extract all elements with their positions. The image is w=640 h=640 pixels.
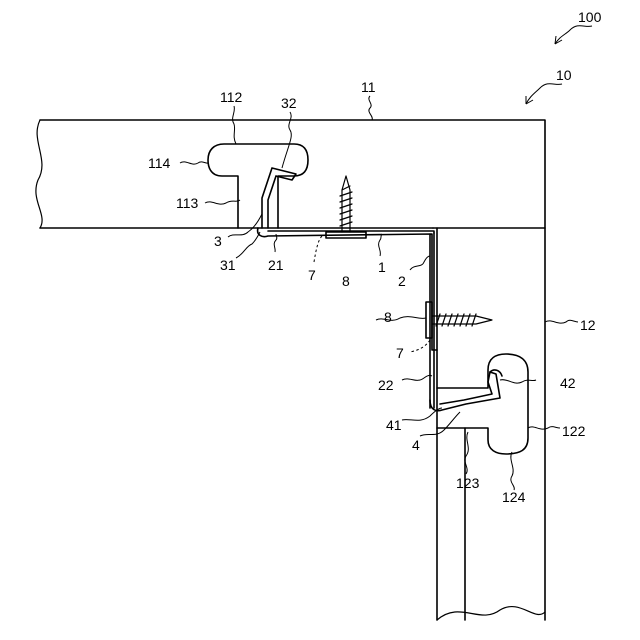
- label-12: 12: [580, 317, 596, 333]
- label-2: 2: [398, 273, 406, 289]
- label-10: 10: [556, 67, 572, 83]
- label-123: 123: [456, 475, 480, 491]
- upper-member: [36, 120, 545, 620]
- leader-lines: [180, 96, 578, 490]
- label-11: 11: [361, 79, 376, 95]
- label-8-lower: 8: [384, 309, 392, 325]
- label-124: 124: [502, 489, 526, 505]
- label-8-upper: 8: [342, 273, 350, 289]
- label-112: 112: [220, 89, 243, 105]
- label-100: 100: [578, 9, 602, 25]
- label-113: 113: [176, 195, 199, 211]
- label-122: 122: [562, 423, 586, 439]
- label-21: 21: [268, 257, 284, 273]
- upper-groove: [208, 144, 308, 228]
- label-4: 4: [412, 437, 420, 453]
- label-42: 42: [560, 375, 576, 391]
- corner-bracket: [268, 231, 434, 408]
- ref-arrow-100: [555, 26, 592, 44]
- label-22: 22: [378, 377, 394, 393]
- screw-lower: [410, 302, 492, 352]
- label-41: 41: [386, 417, 402, 433]
- upper-hook-fitting: [258, 168, 437, 350]
- label-31: 31: [220, 257, 236, 273]
- label-114: 114: [148, 155, 171, 171]
- lower-hook-fitting: [430, 370, 502, 411]
- label-1: 1: [378, 259, 386, 275]
- label-7-upper: 7: [308, 267, 316, 283]
- label-3: 3: [214, 233, 222, 249]
- label-32: 32: [281, 95, 297, 111]
- screw-upper: [314, 176, 366, 262]
- ref-arrow-10: [526, 84, 562, 104]
- label-7-lower: 7: [396, 345, 404, 361]
